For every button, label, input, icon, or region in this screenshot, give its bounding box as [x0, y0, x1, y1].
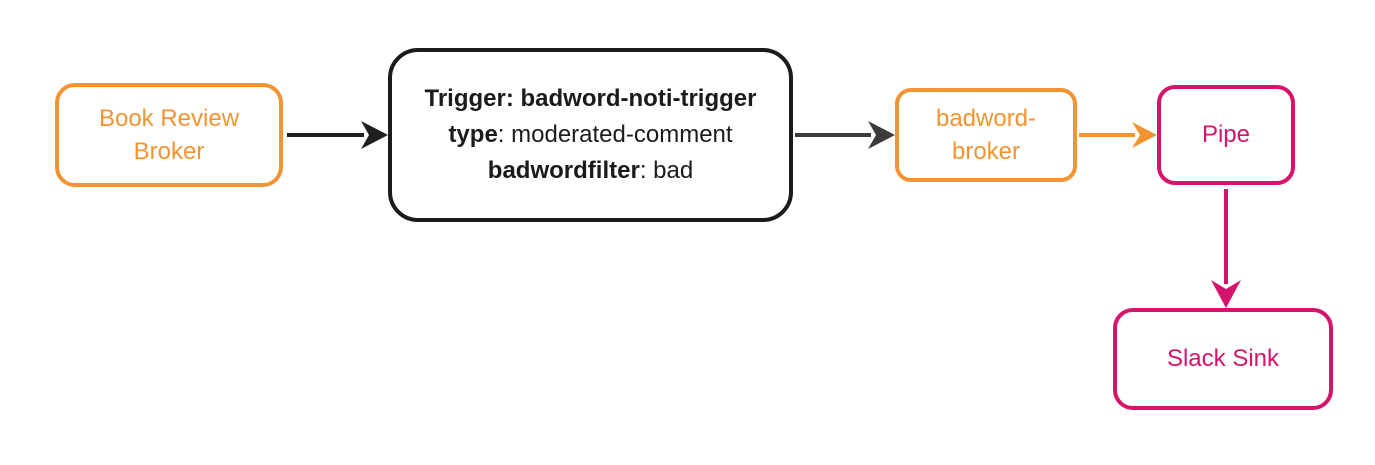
- node-slack-sink-label: Slack Sink: [1166, 345, 1280, 373]
- trigger-filter-value: : bad: [639, 157, 694, 184]
- trigger-type-line: type: moderated-comment: [448, 117, 732, 153]
- node-book-review-broker-label: Book Review Broker: [98, 104, 240, 165]
- trigger-filter-key: badwordfilter: [487, 157, 640, 184]
- arrowhead-trigger-to-badword-broker-icon: [868, 121, 895, 149]
- trigger-type-key: type: [448, 121, 498, 148]
- arrowhead-book-to-trigger-icon: [361, 121, 388, 149]
- trigger-name-text: Trigger: badword-noti-trigger: [424, 85, 757, 112]
- node-pipe: Pipe: [1157, 85, 1295, 185]
- arrowhead-badword-broker-to-pipe-icon: [1132, 122, 1157, 148]
- trigger-name-line: Trigger: badword-noti-trigger: [425, 81, 757, 117]
- arrowhead-pipe-to-slack-sink-icon: [1211, 280, 1241, 308]
- node-badword-broker-label: badword-broker: [935, 104, 1037, 165]
- trigger-filter-line: badwordfilter: bad: [488, 153, 693, 189]
- node-pipe-label: Pipe: [1201, 121, 1251, 149]
- node-slack-sink: Slack Sink: [1113, 308, 1333, 410]
- node-badword-broker: badword-broker: [895, 88, 1077, 182]
- node-trigger-details: Trigger: badword-noti-trigger type: mode…: [388, 48, 793, 222]
- node-book-review-broker: Book Review Broker: [55, 83, 283, 187]
- trigger-type-value: : moderated-comment: [497, 121, 733, 148]
